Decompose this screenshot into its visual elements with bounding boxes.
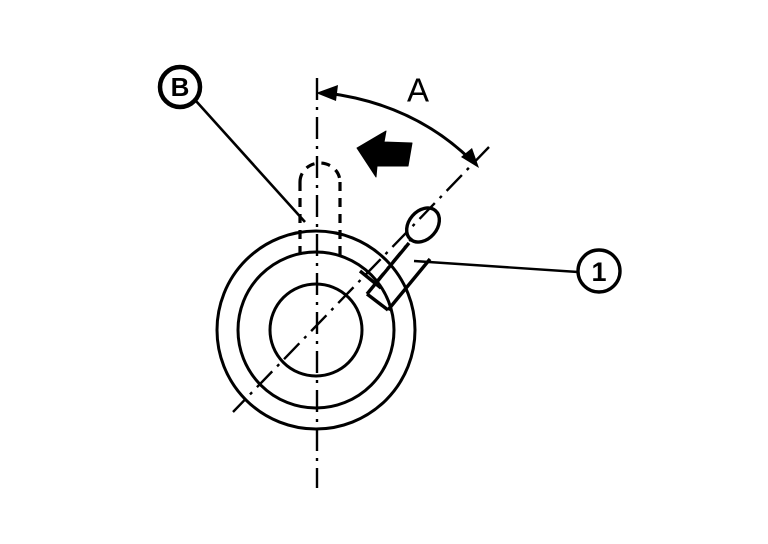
angle-arrow-head-left: [316, 85, 338, 101]
callout-one-leader-line: [413, 259, 579, 274]
pin-shaft-edge-lower: [386, 257, 432, 312]
outer-ring-circle: [215, 229, 417, 431]
inner-ring-circle: [268, 282, 364, 378]
callout-b[interactable]: B: [157, 64, 306, 223]
angle-arrow-head-right: [461, 148, 479, 168]
callout-one-circle: [576, 248, 622, 294]
callout-b-label: B: [171, 72, 190, 102]
callout-b-leader-line: [195, 100, 306, 223]
pin-shaft-base: [365, 292, 390, 312]
concentric-ring-body: [215, 229, 417, 431]
hidden-boss-feature-b: [298, 161, 342, 258]
pin-part-one: [358, 206, 442, 312]
callout-b-circle: [157, 64, 203, 110]
angle-label-a: A: [407, 72, 429, 109]
pin-center-axis: [374, 237, 413, 284]
rotation-direction-arrow: [356, 130, 413, 178]
middle-ring-circle: [236, 250, 396, 410]
callout-one[interactable]: 1: [413, 248, 622, 294]
pin-shaft-seam: [358, 269, 383, 290]
angle-arc-curve: [326, 91, 474, 163]
angle-dimension-arc: [316, 85, 479, 168]
callout-one-label: 1: [591, 257, 606, 287]
rotation-arrow-shape: [356, 130, 413, 178]
boss-top-cap: [298, 161, 342, 183]
